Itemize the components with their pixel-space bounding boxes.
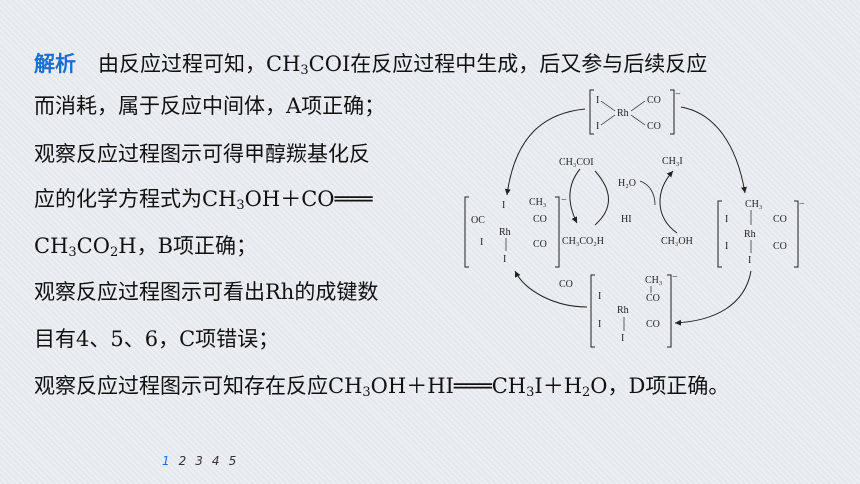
svg-text:I: I (596, 121, 599, 132)
svg-text:I: I (596, 95, 599, 106)
svg-text:CH₃: CH₃ (529, 197, 546, 208)
svg-text:I: I (502, 200, 505, 211)
line-4: 应的化学方程式为CH3OH＋CO═══ (34, 187, 373, 213)
svg-text:Rh: Rh (499, 227, 511, 238)
page-3-link[interactable]: 3 (195, 454, 204, 468)
svg-text:I: I (621, 333, 624, 344)
svg-text:CO: CO (773, 241, 787, 252)
svg-text:I: I (748, 255, 751, 266)
svg-text:I: I (598, 319, 601, 330)
svg-text:Rh: Rh (617, 305, 629, 316)
svg-text:−: − (675, 89, 681, 100)
line-3: 观察反应过程图示可得甲醇羰基化反 (34, 142, 370, 166)
svg-text:Rh: Rh (744, 229, 756, 240)
complex-top: I Rh CO CO I − (589, 89, 681, 135)
reaction-cycle-diagram: I Rh CO CO I − CH₃ I Rh CO CO I I − CH₃ … (464, 89, 805, 348)
inner-arrow-left (569, 168, 581, 224)
line-5: CH3CO2H，B项正确； (34, 234, 257, 260)
svg-text:I: I (480, 237, 483, 248)
svg-text:−: − (561, 195, 567, 206)
cycle-arrow-top-right (680, 106, 747, 194)
svg-text:CO: CO (773, 214, 787, 225)
svg-text:CO: CO (533, 214, 547, 225)
cycle-arrow-bottom-left (514, 270, 588, 308)
species-ch3co2h: CH₃CO₂H (562, 236, 604, 247)
svg-text:CO: CO (646, 319, 660, 330)
complex-left: I CH₃ OC CO Rh I CO I − (464, 195, 567, 268)
species-ch3i: CH₃I (662, 156, 683, 167)
cycle-arrow-bottom-right (674, 270, 752, 326)
species-ch3oh: CH₃OH (661, 236, 693, 247)
svg-text:I: I (503, 254, 506, 265)
line-7: 目有4、5、6，C项错误； (34, 327, 280, 351)
svg-text:CH₃: CH₃ (645, 275, 662, 286)
line-6: 观察反应过程图示可看出Rh的成键数 (34, 280, 379, 304)
species-ch3coi: CH₃COI (559, 157, 594, 168)
species-hi: HI (621, 214, 632, 225)
svg-text:I: I (725, 241, 728, 252)
complex-bottom: CH₃ I CO Rh CO I I − (590, 272, 678, 348)
svg-text:I: I (598, 291, 601, 302)
page-1-link[interactable]: 1 (162, 454, 171, 468)
complex-right: CH₃ I Rh CO CO I I − (717, 199, 805, 268)
page-4-link[interactable]: 4 (211, 454, 221, 468)
svg-text:−: − (799, 199, 805, 210)
line-8: 观察反应过程图示可知存在反应CH3OH＋HI═══CH3I＋H2O，D项正确。 (34, 374, 730, 400)
species-h2o: H₂O (618, 178, 636, 189)
line-1: 解析由反应过程可知，CH3COI在反应过程中生成，后又参与后续反应 (34, 52, 708, 78)
page-5-link[interactable]: 5 (228, 454, 238, 468)
line-2: 而消耗，属于反应中间体，A项正确； (34, 94, 386, 118)
svg-text:CO: CO (647, 121, 661, 132)
page-2-link[interactable]: 2 (178, 454, 188, 468)
svg-text:CO: CO (533, 239, 547, 250)
svg-text:−: − (672, 272, 678, 283)
svg-text:CO: CO (646, 293, 660, 304)
inner-arrow-h2o (639, 180, 656, 206)
svg-text:CO: CO (647, 95, 661, 106)
inner-arrow-right (659, 170, 678, 234)
svg-text:I: I (725, 214, 728, 225)
cycle-arrow-top-left (504, 108, 586, 196)
species-co-in: CO (559, 279, 573, 290)
svg-text:CH₃: CH₃ (745, 199, 762, 210)
analysis-keyword: 解析 (34, 52, 76, 76)
svg-text:Rh: Rh (617, 108, 629, 119)
inner-arrow-left-back (594, 170, 609, 226)
svg-text:OC: OC (471, 215, 485, 226)
